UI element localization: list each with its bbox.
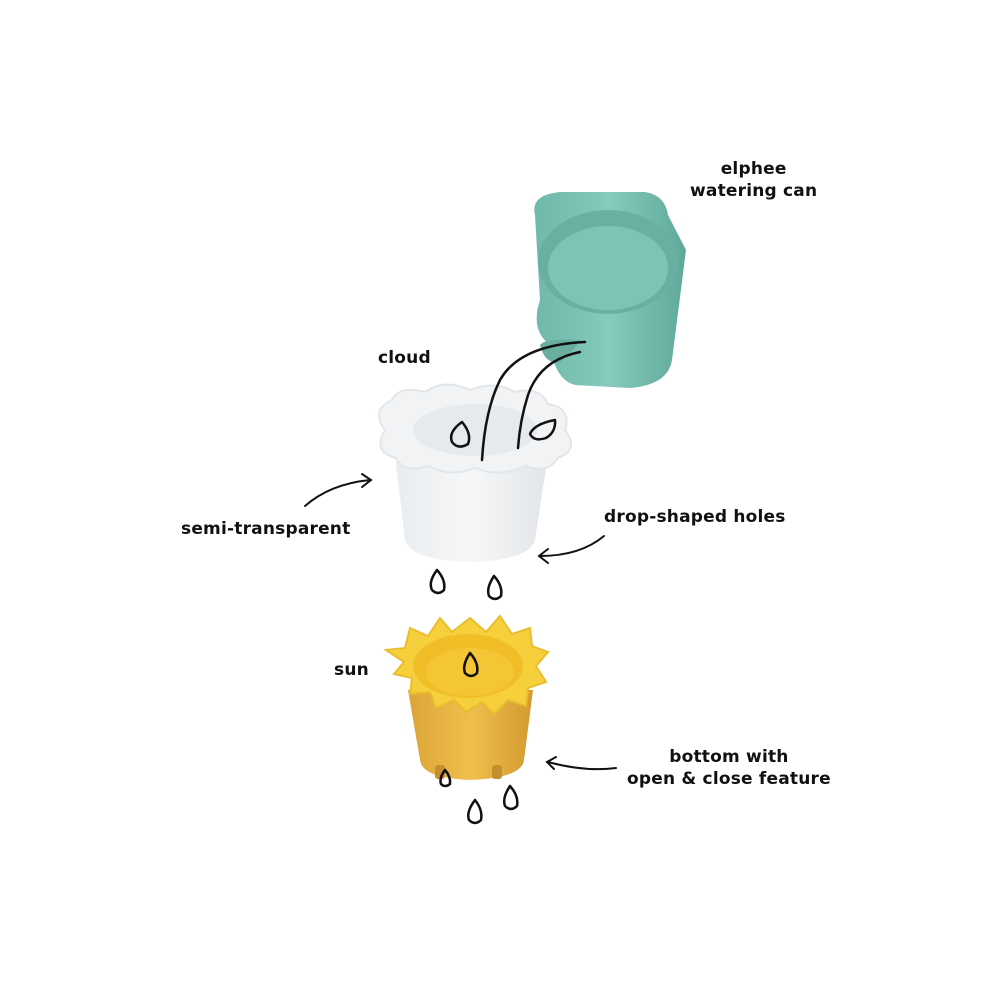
label-drop-holes: drop-shaped holes bbox=[604, 507, 786, 527]
water-drops bbox=[429, 418, 557, 825]
water-streams bbox=[480, 340, 587, 462]
drop-icon bbox=[462, 651, 479, 678]
arrow-semi-transparent bbox=[304, 479, 371, 507]
drop-icon bbox=[467, 798, 483, 825]
label-watering-can-line2: watering can bbox=[690, 181, 818, 201]
label-watering-can: elphee watering can bbox=[690, 158, 817, 202]
drop-icon bbox=[528, 418, 557, 441]
label-semi-transparent: semi-transparent bbox=[181, 519, 351, 539]
annotation-arrows bbox=[304, 473, 617, 771]
label-bottom-line1: bottom with bbox=[669, 747, 789, 767]
arrow-drop-holes bbox=[539, 535, 605, 557]
drop-icon bbox=[429, 568, 446, 595]
cloud-cup bbox=[377, 383, 573, 562]
label-sun: sun bbox=[334, 660, 369, 680]
watering-can bbox=[534, 192, 686, 388]
label-cloud: cloud bbox=[378, 348, 431, 368]
drop-icon bbox=[449, 420, 471, 448]
drop-icon bbox=[502, 784, 519, 811]
sun-cup bbox=[383, 614, 550, 780]
label-bottom-feature: bottom with open & close feature bbox=[627, 746, 831, 790]
label-watering-can-line1: elphee bbox=[720, 159, 787, 179]
drop-icon bbox=[486, 574, 503, 601]
arrow-bottom bbox=[547, 761, 617, 771]
drop-icon bbox=[439, 768, 452, 788]
label-bottom-line2: open & close feature bbox=[627, 769, 831, 789]
